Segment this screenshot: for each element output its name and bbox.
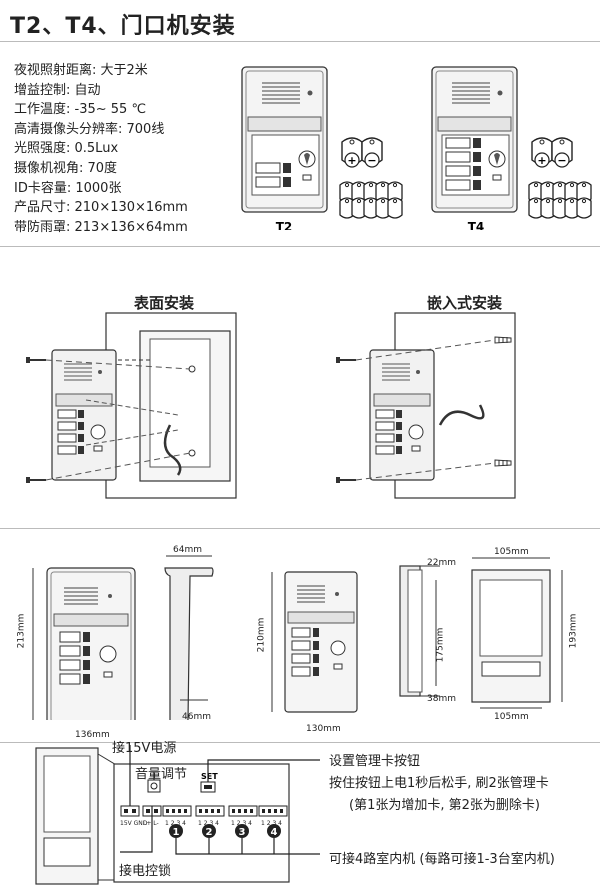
set-label: SET xyxy=(201,772,218,781)
dim-22: 22mm xyxy=(427,558,456,568)
section-divider xyxy=(0,246,600,247)
back-box xyxy=(471,557,563,709)
t4-label: T4 xyxy=(468,220,485,230)
dim-136: 136mm xyxy=(75,730,110,740)
spec-item: ID卡容量: 1000张 xyxy=(14,180,122,196)
terminal-pins-label: 1 2 3 4 xyxy=(261,820,282,827)
svg-text:+: + xyxy=(347,154,356,167)
set-button-note: (第1张为增加卡, 第2张为删除卡) xyxy=(349,798,540,813)
surface-install-title: 表面安装 xyxy=(134,294,195,312)
installation-diagram xyxy=(25,312,516,499)
dim-130: 130mm xyxy=(306,724,341,734)
spec-list: 夜视照射距离: 大于2米 增益控制: 自动 工作温度: -35~ 55 ℃ 高清… xyxy=(14,61,188,237)
dim-46: 46mm xyxy=(182,712,211,722)
spec-item: 产品尺寸: 210×130×16mm xyxy=(14,200,188,216)
t2-label: T2 xyxy=(276,220,293,230)
indoor-label: 可接4路室内机 (每路可接1-3台室内机) xyxy=(329,852,555,867)
side-panel xyxy=(399,565,440,697)
spec-item: 高清摄像头分辨率: 700线 xyxy=(14,121,165,137)
front-with-cover xyxy=(32,567,136,720)
power-label: 接15V电源 xyxy=(112,741,177,756)
t2-cards: + − xyxy=(339,137,403,219)
surface-mount xyxy=(25,312,237,499)
t2-panel xyxy=(241,66,328,213)
terminal-pins-label: 1 2 3 4 xyxy=(198,820,219,827)
svg-text:−: − xyxy=(367,154,376,167)
dim-105-top: 105mm xyxy=(494,547,529,557)
svg-text:−: − xyxy=(557,154,566,167)
lock-label: 接电控锁 xyxy=(119,864,172,879)
spec-item: 夜视照射距离: 大于2米 xyxy=(14,63,148,78)
dim-38: 38mm xyxy=(427,694,456,704)
set-button-label: 设置管理卡按钮 xyxy=(329,754,421,769)
product-illustrations: T2 + − T4 + − xyxy=(241,66,592,230)
terminal-pins-label: 1 2 3 4 xyxy=(231,820,252,827)
dim-193: 193mm xyxy=(568,613,579,649)
page-title: T2、T4、门口机安装 xyxy=(10,14,236,39)
spec-item: 带防雨罩: 213×136×64mm xyxy=(14,219,188,235)
side-with-cover xyxy=(164,555,214,720)
spec-item: 摄像机视角: 70度 xyxy=(14,160,118,176)
t4-panel xyxy=(431,66,518,213)
terminal-pins-label: 1 2 3 4 xyxy=(165,820,186,827)
wiring-diagram: 15V GND L+ L- 1 2 3 4 1 2 3 4 1 2 3 4 1 … xyxy=(35,745,320,885)
dim-213: 213mm xyxy=(16,613,27,649)
set-button-desc: 按住按钮上电1秒后松手, 刷2张管理卡 xyxy=(329,776,549,791)
terminal-lock-label: L+ L- xyxy=(143,820,159,827)
dim-210: 210mm xyxy=(256,617,267,653)
dim-175: 175mm xyxy=(435,627,446,663)
dim-64: 64mm xyxy=(173,545,202,555)
volume-label: 音量调节 xyxy=(135,767,188,782)
terminal-power-label: 15V GND xyxy=(120,820,148,827)
embedded-install-title: 嵌入式安装 xyxy=(427,294,503,312)
section-divider xyxy=(0,528,600,529)
port-number: 3 xyxy=(239,827,246,838)
dim-105-bottom: 105mm xyxy=(494,712,529,722)
dimension-drawings xyxy=(32,555,563,720)
port-number: 4 xyxy=(271,827,278,838)
embedded-mount xyxy=(335,312,516,499)
svg-text:+: + xyxy=(537,154,546,167)
port-number: 2 xyxy=(206,827,213,838)
section-divider xyxy=(0,742,600,743)
spec-item: 光照强度: 0.5Lux xyxy=(14,141,119,157)
spec-item: 增益控制: 自动 xyxy=(14,82,101,98)
port-number: 1 xyxy=(173,827,180,838)
title-divider xyxy=(0,41,600,42)
spec-item: 工作温度: -35~ 55 ℃ xyxy=(14,102,147,118)
t4-cards: + − xyxy=(528,137,592,219)
front-panel xyxy=(271,571,358,713)
